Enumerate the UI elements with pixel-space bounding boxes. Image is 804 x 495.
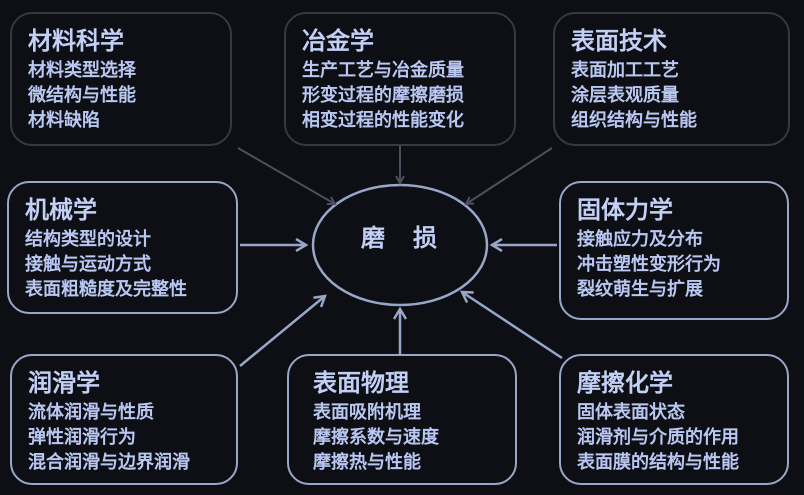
box-item: 表面吸附机理 (313, 402, 421, 423)
center-ellipse (311, 183, 489, 307)
box-item: 涂层表观质量 (571, 85, 679, 106)
arrow-lubrication (239, 296, 325, 367)
box-item: 摩擦热与性能 (313, 452, 421, 473)
box-materials-science: 材料科学 材料类型选择 微结构与性能 材料缺陷 (10, 12, 232, 146)
box-title: 表面技术 (571, 27, 667, 55)
box-item: 冲击塑性变形行为 (577, 254, 721, 275)
box-item: 生产工艺与冶金质量 (302, 60, 464, 81)
arrow-materials (237, 147, 335, 204)
box-item: 摩擦系数与速度 (313, 427, 439, 448)
box-title: 润滑学 (28, 369, 100, 397)
box-title: 机械学 (25, 196, 97, 224)
arrow-surface-tech (466, 147, 553, 204)
box-item: 裂纹萌生与扩展 (577, 279, 703, 300)
box-item: 润滑剂与介质的作用 (577, 427, 739, 448)
box-item: 接触应力及分布 (577, 229, 703, 250)
box-item: 流体润滑与性质 (28, 402, 154, 423)
box-item: 相变过程的性能变化 (302, 110, 464, 131)
box-item: 材料类型选择 (28, 60, 136, 81)
box-item: 混合润滑与边界润滑 (28, 452, 190, 473)
box-lubrication: 润滑学 流体润滑与性质 弹性润滑行为 混合润滑与边界润滑 (10, 354, 238, 485)
box-title: 摩擦化学 (577, 369, 673, 397)
box-item: 形变过程的摩擦磨损 (302, 85, 464, 106)
box-title: 固体力学 (577, 196, 673, 224)
box-title: 材料科学 (28, 27, 124, 55)
box-item: 固体表面状态 (577, 402, 685, 423)
box-surface-technology: 表面技术 表面加工工艺 涂层表观质量 组织结构与性能 (553, 12, 790, 146)
arrow-tribochemistry (462, 292, 563, 360)
box-item: 表面膜的结构与性能 (577, 452, 739, 473)
box-surface-physics: 表面物理 表面吸附机理 摩擦系数与速度 摩擦热与性能 (287, 354, 517, 485)
center-label: 磨 损 (361, 224, 439, 252)
box-solid-mechanics: 固体力学 接触应力及分布 冲击塑性变形行为 裂纹萌生与扩展 (559, 181, 789, 320)
box-metallurgy: 冶金学 生产工艺与冶金质量 形变过程的摩擦磨损 相变过程的性能变化 (284, 12, 516, 146)
box-item: 表面加工工艺 (571, 60, 679, 81)
box-title: 表面物理 (313, 369, 409, 397)
box-item: 材料缺陷 (28, 110, 100, 131)
box-tribochemistry: 摩擦化学 固体表面状态 润滑剂与介质的作用 表面膜的结构与性能 (559, 354, 789, 485)
box-item: 组织结构与性能 (571, 110, 697, 131)
box-item: 接触与运动方式 (25, 254, 151, 275)
box-item: 弹性润滑行为 (28, 427, 136, 448)
box-item: 表面粗糙度及完整性 (25, 279, 187, 300)
box-item: 结构类型的设计 (25, 229, 151, 250)
box-mechanics: 机械学 结构类型的设计 接触与运动方式 表面粗糙度及完整性 (7, 181, 238, 314)
box-title: 冶金学 (302, 27, 374, 55)
box-item: 微结构与性能 (28, 85, 136, 106)
